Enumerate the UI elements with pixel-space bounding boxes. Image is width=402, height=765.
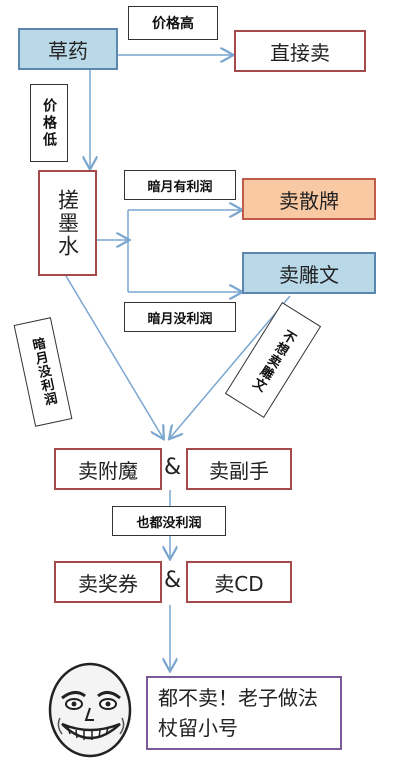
trollface-avatar xyxy=(40,660,140,760)
label-high-price: 价格高 xyxy=(128,6,218,40)
label-ink-profit: 暗月有利润 xyxy=(124,170,236,200)
node-sell-cd: 卖CD xyxy=(186,561,292,603)
label-also-no-profit: 也都没利润 xyxy=(112,506,226,536)
node-direct-sell: 直接卖 xyxy=(234,30,366,72)
node-herb: 草药 xyxy=(18,28,118,70)
node-sell-glyphs: 卖雕文 xyxy=(242,252,376,294)
node-rub-ink: 搓墨水 xyxy=(38,170,97,276)
final-text: 都不卖！老子做法杖留小号 xyxy=(158,686,318,740)
node-final: 都不卖！老子做法杖留小号 xyxy=(146,676,342,750)
node-sell-vouchers: 卖奖券 xyxy=(54,561,162,603)
node-sell-enchant: 卖附魔 xyxy=(54,448,162,490)
label-darkmoon-no-profit-text: 暗月没利润 xyxy=(28,336,58,408)
node-sell-cards: 卖散牌 xyxy=(242,178,376,220)
arrow-ink-to-enchant xyxy=(65,275,163,438)
ampersand-1: & xyxy=(164,455,182,480)
face-icon xyxy=(48,662,132,758)
label-low-price: 价格低 xyxy=(30,84,68,162)
ampersand-2: & xyxy=(164,568,182,593)
node-sell-offhand: 卖副手 xyxy=(186,448,292,490)
label-ink-no-profit: 暗月没利润 xyxy=(124,302,236,332)
